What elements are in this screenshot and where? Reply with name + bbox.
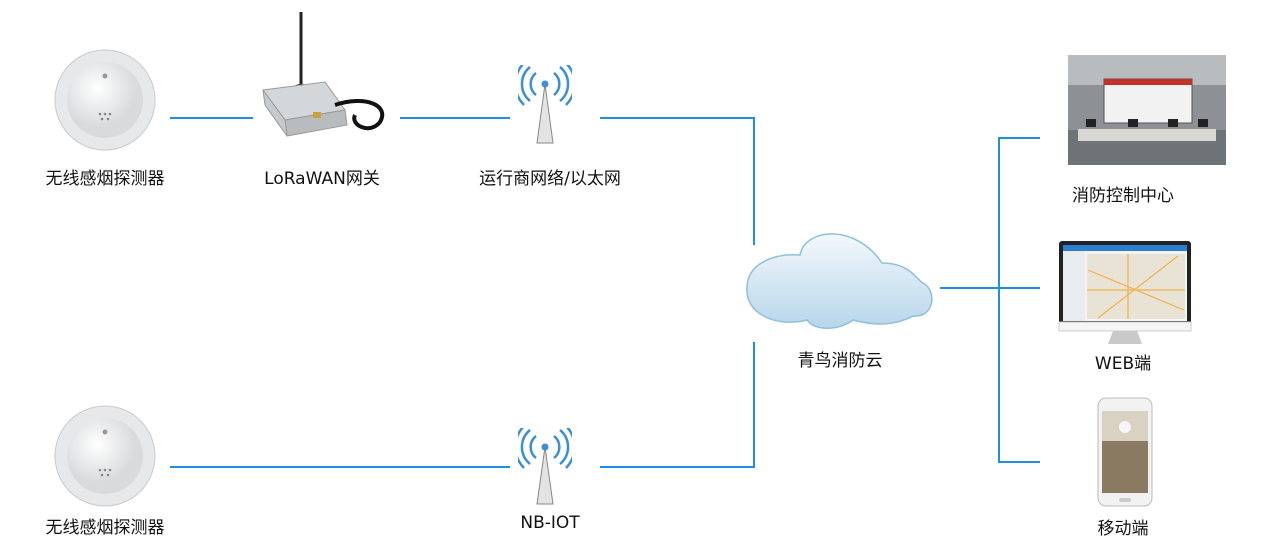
- label-nbiot: NB-IOT: [520, 513, 580, 533]
- web-monitor-icon: [1058, 241, 1192, 344]
- signal-tower-icon: [518, 65, 572, 144]
- label-web: WEB端: [1094, 354, 1152, 374]
- link-carrier-cloud-h: [600, 117, 755, 119]
- smoke-detector-icon: [54, 49, 156, 151]
- label-cloud: 青鸟消防云: [797, 351, 883, 371]
- link-nbiot-cloud-v: [753, 342, 755, 468]
- label-detector-top: 无线感烟探测器: [45, 169, 165, 189]
- link-to-control-center: [998, 137, 1040, 139]
- label-gateway: LoRaWAN网关: [264, 169, 380, 189]
- link-detector-gateway: [170, 117, 253, 119]
- control-center-photo: [1068, 55, 1226, 165]
- cloud-icon: [746, 233, 933, 329]
- link-to-mobile: [998, 461, 1040, 463]
- mobile-phone-icon: [1097, 397, 1153, 507]
- link-nbiot-cloud-h: [600, 466, 755, 468]
- label-mobile: 移动端: [1097, 519, 1149, 539]
- label-detector-bottom: 无线感烟探测器: [45, 518, 165, 538]
- label-carrier-network: 运行商网络/以太网: [479, 169, 621, 189]
- lorawan-gateway-icon: [262, 12, 385, 137]
- link-gateway-carrier: [400, 117, 510, 119]
- signal-tower-icon: [518, 428, 572, 505]
- label-control-center: 消防控制中心: [1072, 186, 1174, 206]
- link-distribution-bus: [998, 137, 1000, 463]
- link-carrier-cloud-v: [753, 117, 755, 245]
- link-detector-nbiot: [170, 466, 510, 468]
- link-cloud-out: [940, 287, 1040, 289]
- smoke-detector-icon: [54, 405, 156, 507]
